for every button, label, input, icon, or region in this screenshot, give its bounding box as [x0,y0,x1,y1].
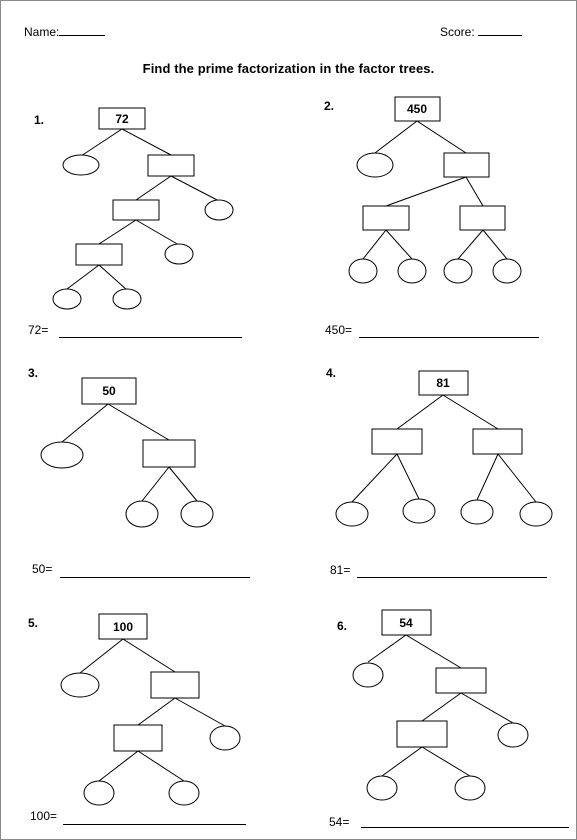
tree-1-prime-circle[interactable] [164,243,194,265]
answer-3-line[interactable] [60,577,250,578]
tree-3-prime-circle[interactable] [180,500,214,528]
tree-1-factor-box[interactable] [147,154,195,177]
tree-1-factor-box[interactable] [75,243,123,266]
answer-1-label: 72= [28,323,49,337]
tree-3-prime-circle[interactable] [40,441,84,469]
tree-4-factor-box[interactable] [371,428,423,455]
tree-1-prime-circle[interactable] [204,199,234,221]
factor-tree-2: 450 [348,96,522,284]
tree-1-root-value: 72 [115,112,129,126]
answer-2-label: 450= [325,323,353,337]
tree-6-prime-circle[interactable] [352,662,384,688]
name-field: Name: [24,23,106,39]
tree-1-root-box [98,107,146,130]
problem-4-number: 4. [326,366,337,380]
name-blank[interactable] [59,23,106,36]
tree-1-factor-box[interactable] [112,199,160,221]
problem-3-number: 3. [28,366,39,380]
tree-5-prime-circle[interactable] [209,725,241,751]
tree-5-prime-circle[interactable] [83,780,115,806]
answer-5-label: 100= [30,809,58,823]
tree-5-factor-box[interactable] [113,724,163,752]
tree-2-factor-box[interactable] [362,205,410,231]
factor-tree-6: 54 [352,609,529,801]
problem-6-number: 6. [337,619,348,633]
tree-4-root-box [418,370,469,396]
tree-2-prime-circle[interactable] [356,152,394,178]
factor-tree-3: 50 [40,377,214,528]
tree-2-prime-circle[interactable] [397,258,427,284]
problem-1-number: 1. [34,113,45,127]
tree-5-root-value: 100 [113,620,133,634]
tree-3-root-box [81,377,137,405]
factor-tree-1: 72 [52,107,234,310]
tree-6-root-box [381,609,432,636]
problem-2-number: 2. [324,99,335,113]
answer-1-line[interactable] [59,337,242,338]
problem-5-number: 5. [28,616,39,630]
tree-6-factor-box[interactable] [435,667,487,694]
tree-1-prime-circle[interactable] [112,288,142,310]
factor-tree-5: 100 [60,613,241,806]
tree-1-prime-circle[interactable] [62,154,100,176]
tree-6-prime-circle[interactable] [366,775,398,801]
tree-1-prime-circle[interactable] [52,288,82,310]
score-blank[interactable] [477,23,522,36]
tree-3-factor-box[interactable] [142,439,196,468]
tree-2-prime-circle[interactable] [348,258,378,284]
tree-5-prime-circle[interactable] [168,780,200,806]
answer-6-label: 54= [329,815,350,829]
answer-4-line[interactable] [357,577,547,578]
tree-4-prime-circle[interactable] [402,498,436,524]
tree-6-prime-circle[interactable] [454,775,486,801]
tree-5-prime-circle[interactable] [60,672,100,698]
answer-2-line[interactable] [359,337,539,338]
tree-2-root-value: 450 [407,102,427,116]
name-label: Name: [24,25,60,39]
score-field: Score: [440,23,522,39]
tree-5-factor-box[interactable] [150,671,200,699]
tree-2-prime-circle[interactable] [443,258,473,284]
answer-3-label: 50= [32,562,53,576]
tree-3-prime-circle[interactable] [125,500,159,528]
tree-6-factor-box[interactable] [396,720,448,748]
answer-6-line[interactable] [361,827,569,828]
tree-2-factor-box[interactable] [459,205,506,231]
tree-3-root-value: 50 [102,384,116,398]
tree-4-prime-circle[interactable] [519,501,553,527]
tree-2-root-box [394,96,441,122]
tree-4-factor-box[interactable] [472,428,523,455]
tree-4-root-value: 81 [436,376,450,390]
tree-6-prime-circle[interactable] [497,722,529,748]
tree-2-prime-circle[interactable] [492,258,522,284]
factor-tree-4: 81 [335,370,553,527]
answer-4-label: 81= [330,563,351,577]
worksheet-title: Find the prime factorization in the fact… [142,61,435,76]
tree-4-prime-circle[interactable] [460,499,494,525]
tree-2-factor-box[interactable] [443,152,490,178]
score-label: Score: [440,25,475,39]
tree-4-prime-circle[interactable] [335,501,369,527]
tree-5-root-box [98,613,148,640]
tree-6-root-value: 54 [399,616,413,630]
answer-5-line[interactable] [63,824,246,825]
